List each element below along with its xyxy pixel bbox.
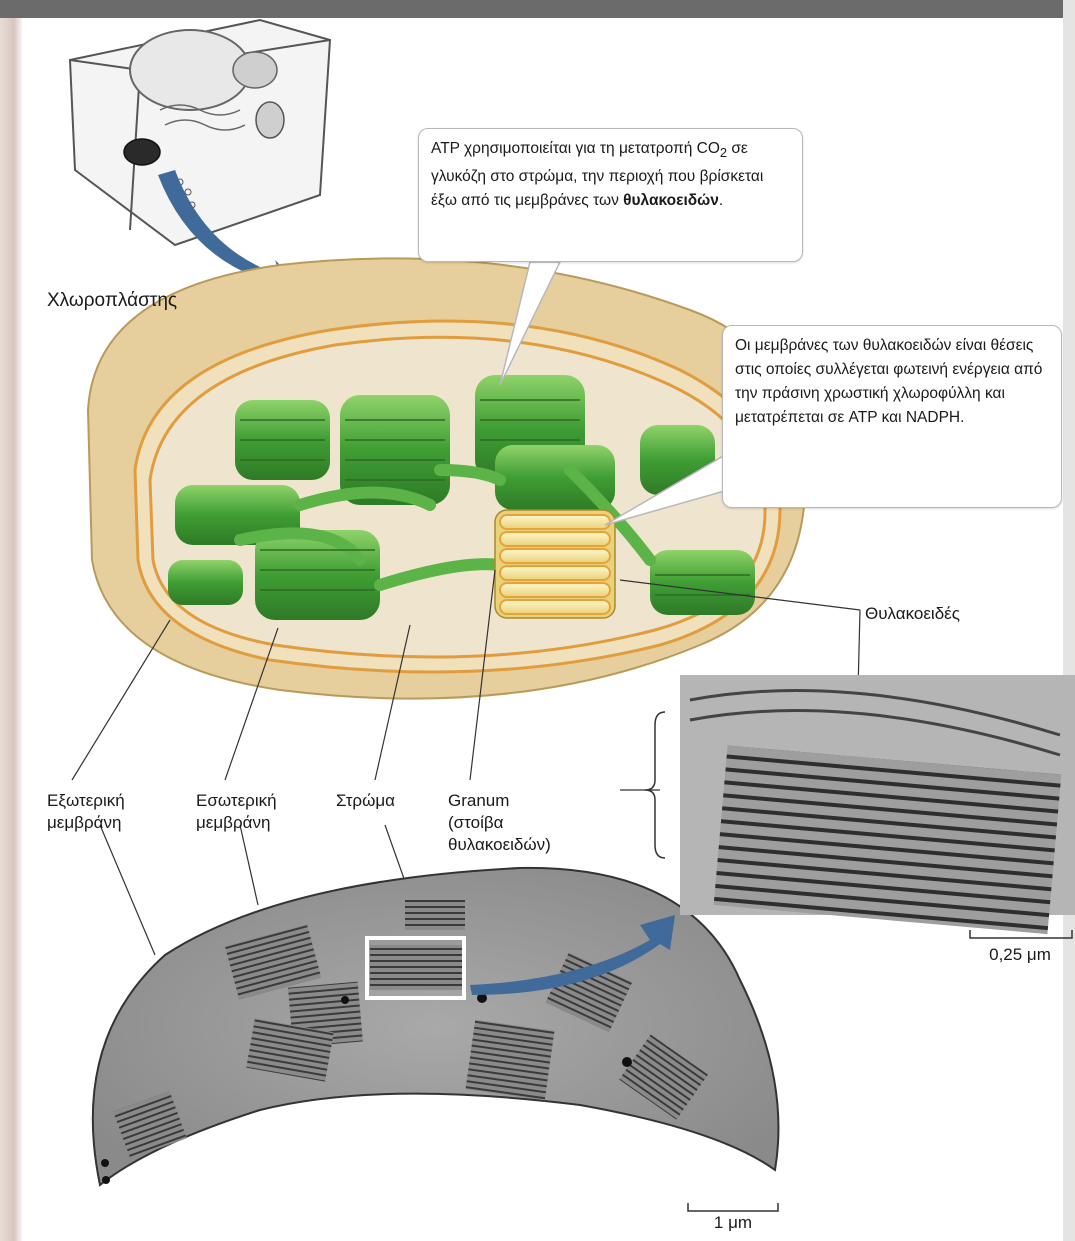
highlighted-granum bbox=[495, 510, 615, 618]
label-stroma: Στρώμα bbox=[336, 790, 395, 812]
callout-atp-bold: θυλακοειδών bbox=[623, 192, 719, 209]
callout-atp-usage: ATP χρησιμοποιείται για τη μετατροπή CO2… bbox=[418, 128, 803, 262]
callout-atp-subscript: 2 bbox=[720, 145, 727, 160]
plant-cell-illustration bbox=[70, 20, 330, 245]
label-granum: Granum (στοίβα θυλακοειδών) bbox=[448, 790, 551, 856]
label-thylakoids: Θυλακοειδές bbox=[865, 603, 960, 625]
callout-atp-end: . bbox=[719, 192, 723, 209]
label-inner-membrane: Εσωτερική μεμβράνη bbox=[196, 790, 277, 834]
em-chloroplast bbox=[93, 868, 779, 1185]
scale-label-large: 1 μm bbox=[683, 1213, 783, 1233]
callout-atp-text-1: ATP χρησιμοποιείται για τη μετατροπή CO bbox=[431, 140, 720, 157]
bracket bbox=[645, 712, 665, 858]
em-granum-magnified bbox=[680, 675, 1075, 934]
label-outer-membrane: Εξωτερική μεμβράνη bbox=[47, 790, 125, 834]
scale-bar-large-line bbox=[688, 1203, 778, 1211]
callout-thylakoid-membranes: Οι μεμβράνες των θυλακοειδών είναι θέσει… bbox=[722, 325, 1062, 508]
scale-label-small: 0,25 μm bbox=[965, 945, 1075, 965]
label-chloroplast: Χλωροπλάστης bbox=[47, 290, 177, 312]
